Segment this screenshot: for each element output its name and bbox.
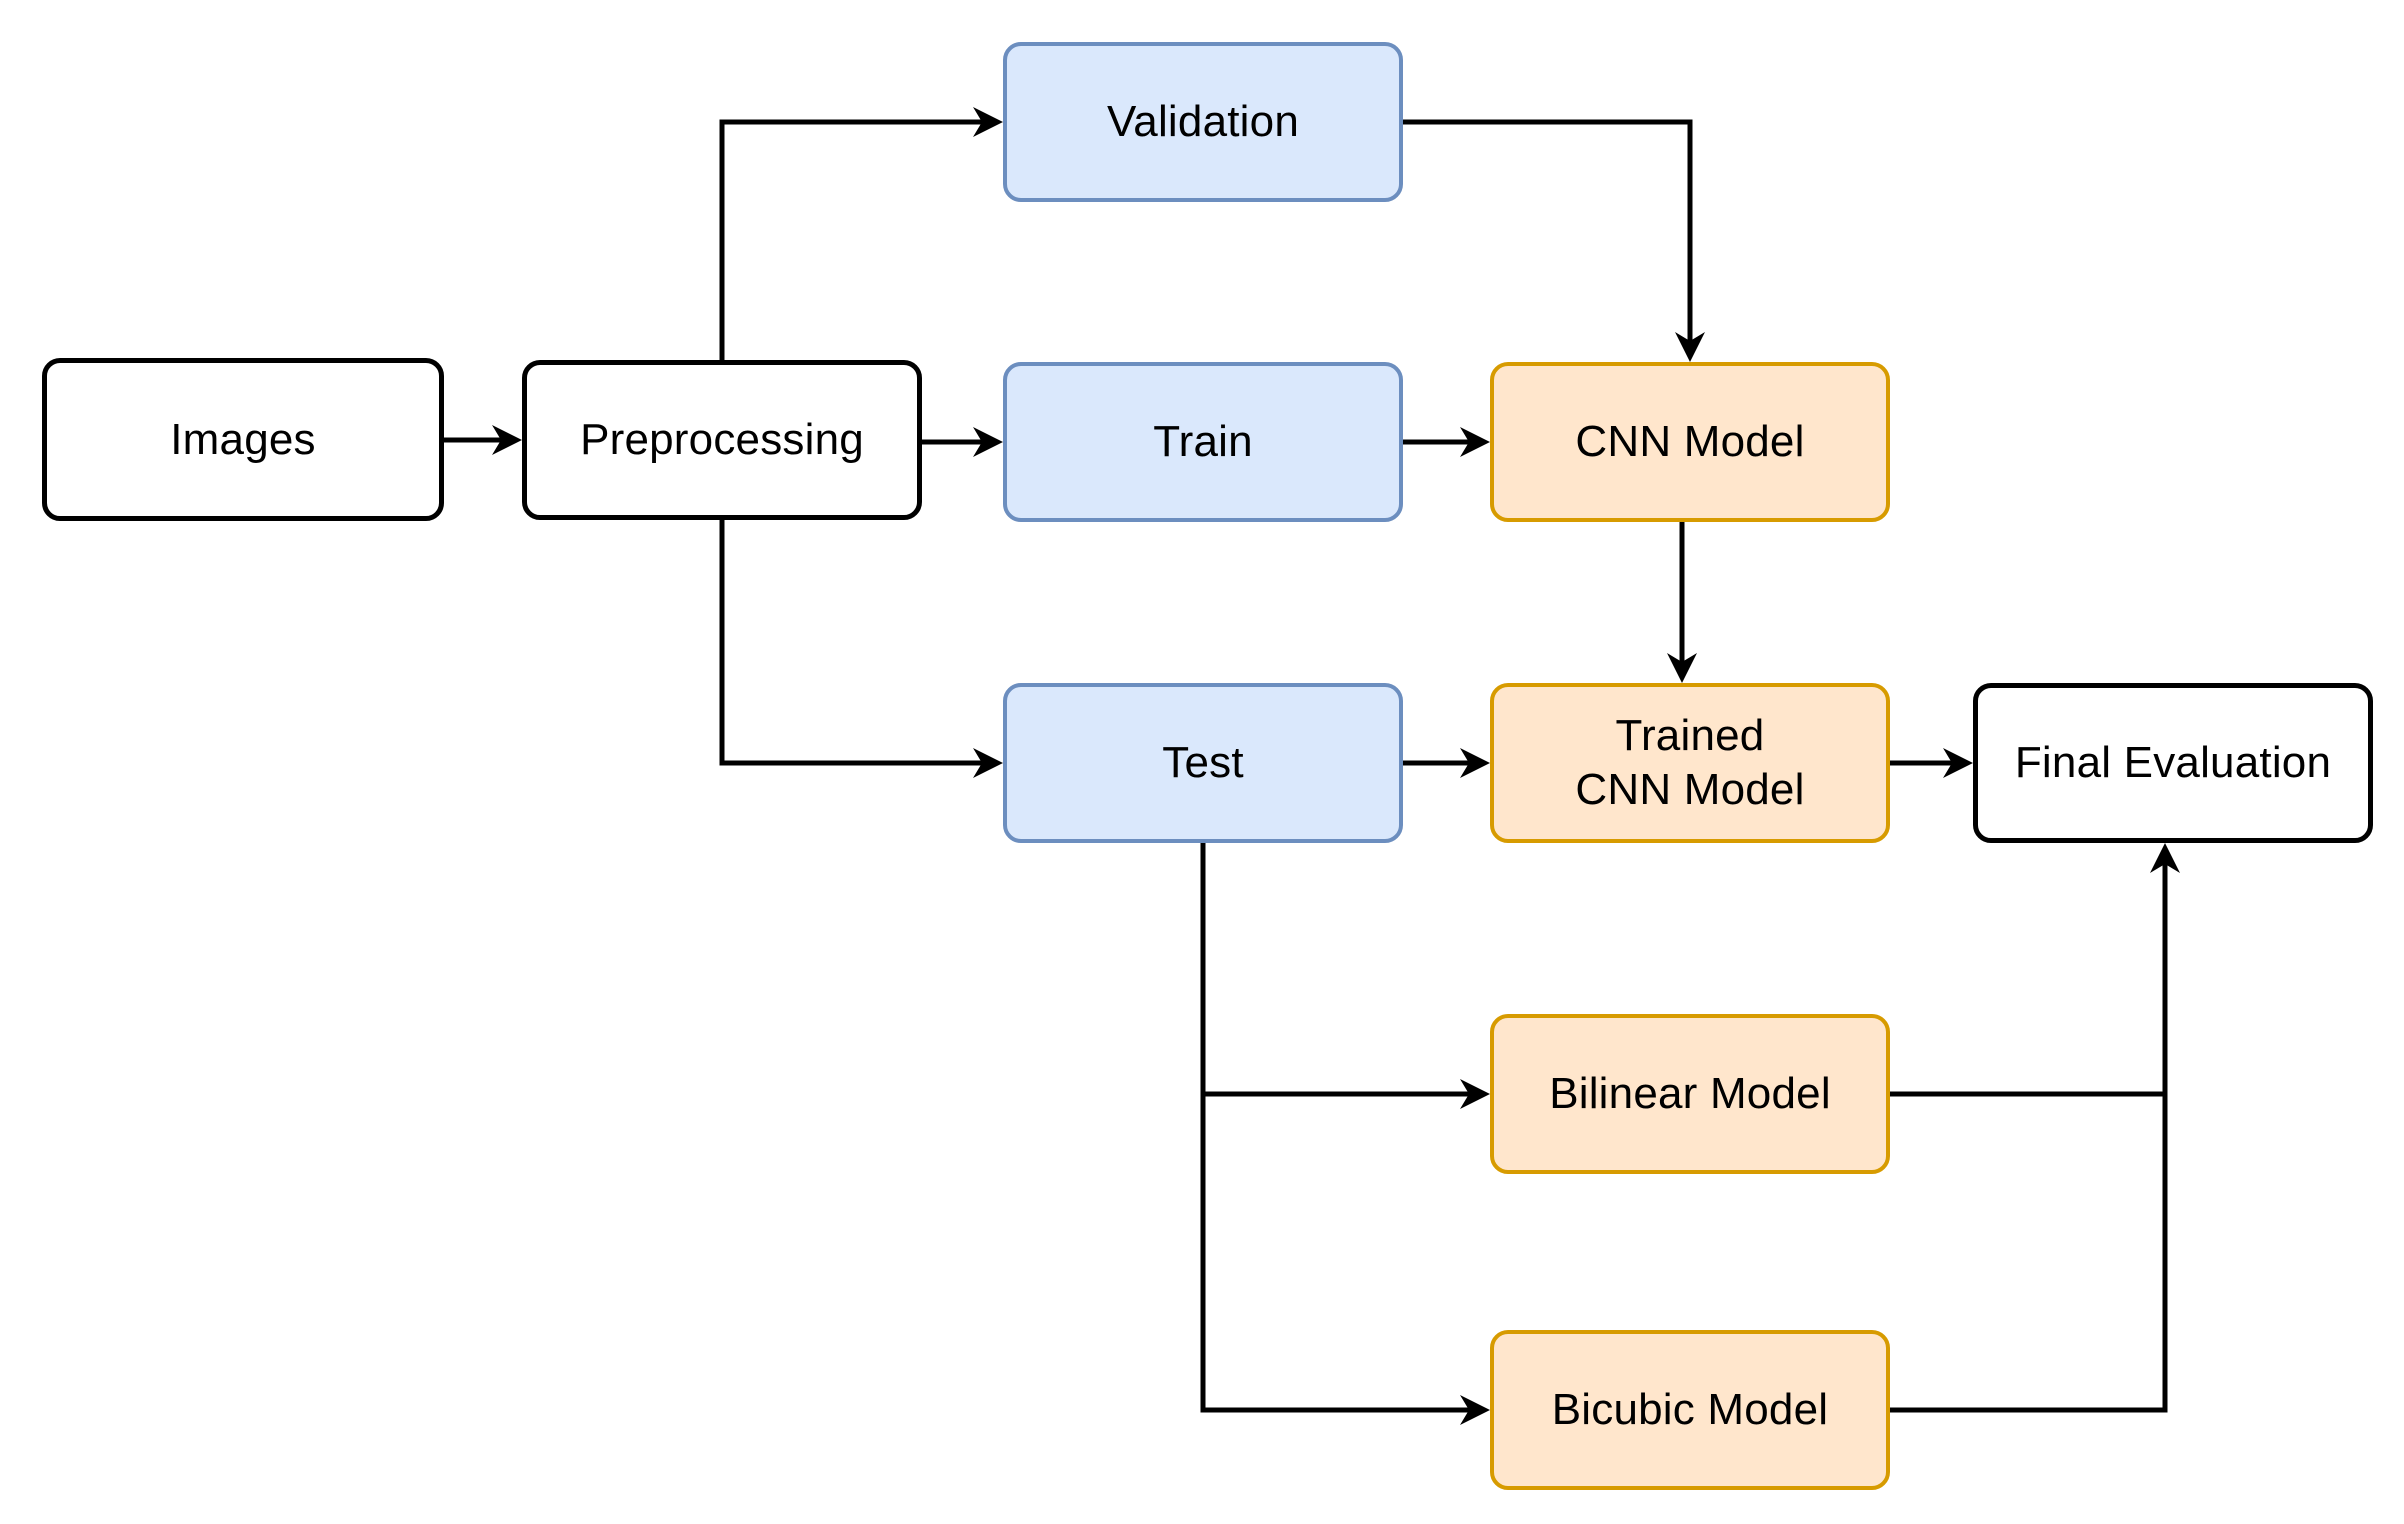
arrowhead xyxy=(973,427,1003,457)
node-label-trainedcnn: Trained CNN Model xyxy=(1575,711,1805,814)
arrowhead xyxy=(973,107,1003,137)
arrowhead xyxy=(1460,427,1490,457)
arrowhead xyxy=(973,748,1003,778)
arrowhead xyxy=(1460,1395,1490,1425)
node-images[interactable]: Images xyxy=(42,358,444,521)
node-cnn[interactable]: CNN Model xyxy=(1490,362,1890,522)
node-validation[interactable]: Validation xyxy=(1003,42,1403,202)
node-label-validation: Validation xyxy=(1107,97,1299,147)
edge-validation-cnn xyxy=(1403,119,1705,362)
arrowhead xyxy=(1675,332,1705,362)
edge-preprocess-test xyxy=(719,520,1003,778)
node-finaleval[interactable]: Final Evaluation xyxy=(1973,683,2373,843)
edge-cnn-trainedcnn xyxy=(1667,522,1697,683)
arrowhead xyxy=(2150,843,2180,873)
edge-trainedcnn-finaleval xyxy=(1890,748,1973,778)
edge-test-bilinear xyxy=(1200,843,1490,1109)
node-label-preprocess: Preprocessing xyxy=(580,415,864,465)
edge-bicubic-finaleval xyxy=(1890,843,2180,1413)
node-trainedcnn[interactable]: Trained CNN Model xyxy=(1490,683,1890,843)
node-label-cnn: CNN Model xyxy=(1575,417,1805,467)
arrowhead xyxy=(1460,1079,1490,1109)
node-train[interactable]: Train xyxy=(1003,362,1403,522)
arrowhead xyxy=(1943,748,1973,778)
node-label-finaleval: Final Evaluation xyxy=(2014,738,2332,788)
node-label-bilinear: Bilinear Model xyxy=(1549,1069,1831,1119)
node-test[interactable]: Test xyxy=(1003,683,1403,843)
edge-preprocess-train xyxy=(922,427,1003,457)
node-bicubic[interactable]: Bicubic Model xyxy=(1490,1330,1890,1490)
edge-test-bicubic xyxy=(1200,843,1490,1425)
arrowhead xyxy=(492,425,522,455)
arrowhead xyxy=(1667,653,1697,683)
node-label-bicubic: Bicubic Model xyxy=(1551,1385,1829,1435)
edge-train-cnn xyxy=(1403,427,1490,457)
arrowhead xyxy=(1460,748,1490,778)
edge-test-trainedcnn xyxy=(1403,748,1490,778)
node-bilinear[interactable]: Bilinear Model xyxy=(1490,1014,1890,1174)
edge-preprocess-validation xyxy=(719,107,1003,360)
edge-images-preprocess xyxy=(444,425,522,455)
node-label-test: Test xyxy=(1162,738,1244,788)
node-label-train: Train xyxy=(1153,417,1253,467)
node-label-images: Images xyxy=(170,414,316,464)
node-preprocess[interactable]: Preprocessing xyxy=(522,360,922,520)
